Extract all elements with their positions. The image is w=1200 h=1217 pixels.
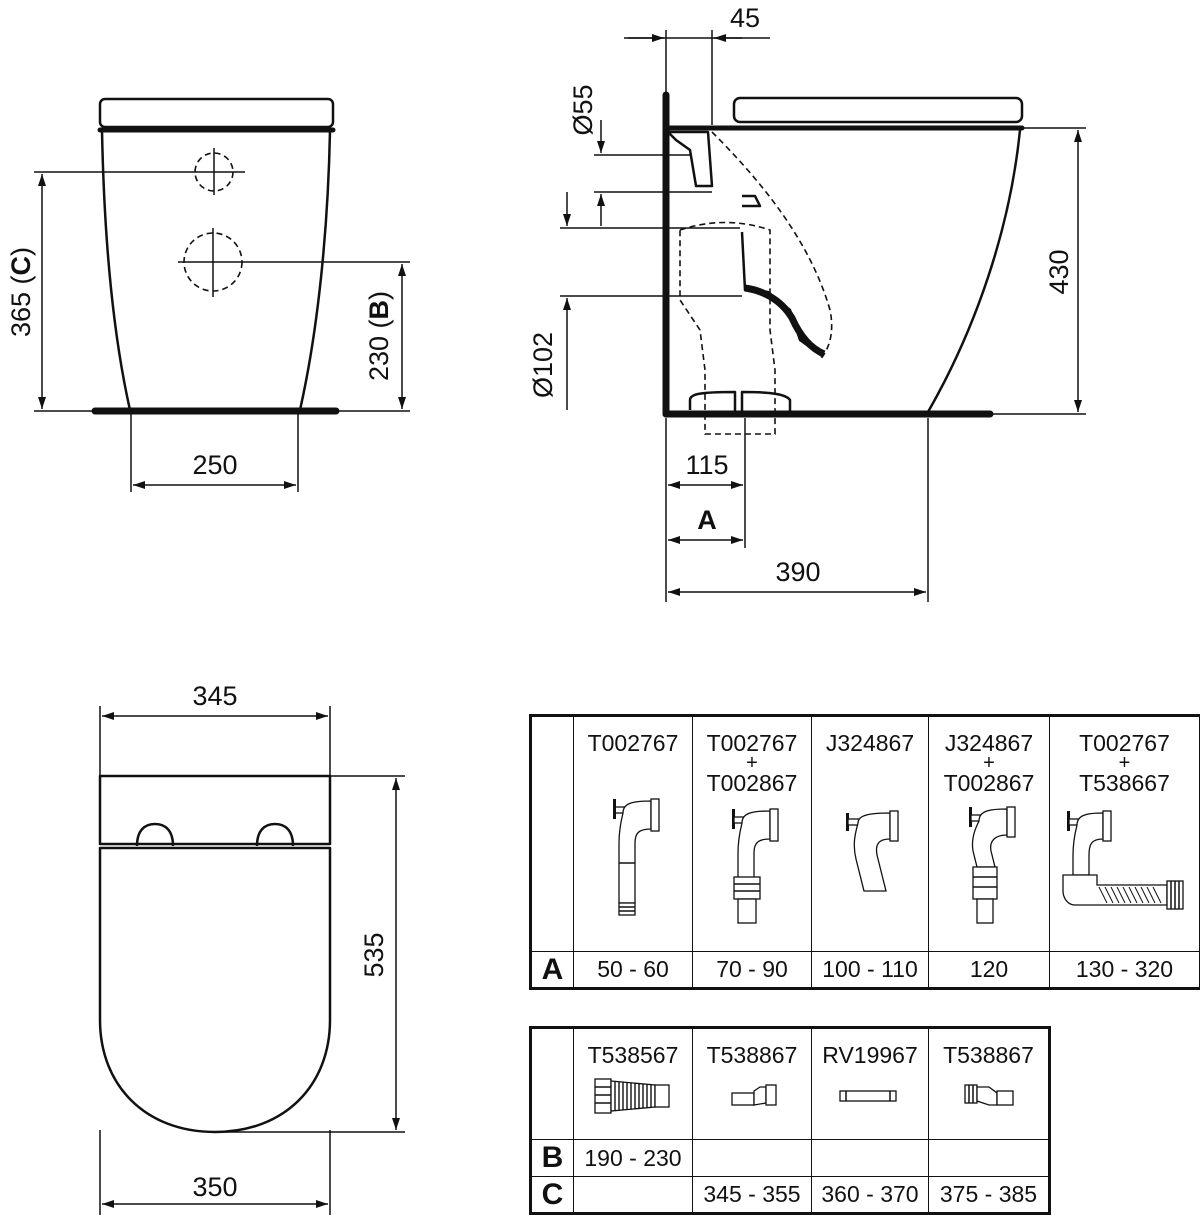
front-view <box>34 97 410 492</box>
horizontal-connector-icon <box>1061 810 1184 910</box>
front-seat-lid <box>98 97 335 129</box>
dim-d102-label: Ø102 <box>528 332 558 398</box>
table-bc-col-1: T538567 <box>573 1027 693 1140</box>
table-a-corner <box>530 715 574 952</box>
top-cistern-area <box>98 774 332 846</box>
range-cell: 50 - 60 <box>573 951 693 989</box>
plus-sign: + <box>983 752 995 774</box>
connector-table-a: T002767 T002767 + T002867 <box>529 714 1200 990</box>
dim-250-label: 250 <box>192 450 237 480</box>
part-code: T002767 <box>587 730 679 756</box>
front-pan-outline <box>100 130 332 411</box>
dim-390-label: 390 <box>775 557 820 587</box>
range-cell: 190 - 230 <box>573 1139 693 1177</box>
top-seat-outline <box>98 846 332 1134</box>
part-code-2: T002867 <box>706 770 798 796</box>
part-code: J324867 <box>944 730 1034 756</box>
table-a-col-2: T002767 + T002867 <box>692 715 812 952</box>
dim-b-label: B <box>364 300 394 320</box>
table-bc-corner <box>530 1027 574 1140</box>
top-view <box>98 706 405 1215</box>
side-pan-outline <box>926 129 1022 413</box>
dim-115-label: 115 <box>685 450 728 480</box>
part-code: RV19967 <box>822 1042 918 1068</box>
part-code: T002767 <box>1079 730 1170 756</box>
table-a-col-3: J324867 <box>811 715 929 952</box>
table-a-col-1: T002767 <box>573 715 693 952</box>
table-bc-col-4: T538867 <box>928 1027 1050 1140</box>
part-code-2: T002867 <box>943 770 1035 796</box>
dim-535-label: 535 <box>359 932 389 977</box>
connector-table-bc: T538567 T538867 RV19967 <box>529 1026 1051 1215</box>
part-code: T538867 <box>943 1042 1034 1068</box>
range-cell <box>811 1139 929 1177</box>
plus-sign: + <box>1118 752 1131 774</box>
part-code: J324867 <box>825 730 915 756</box>
short-bend-pipe-icon <box>731 1084 777 1106</box>
part-code: T538867 <box>706 1042 798 1068</box>
range-cell <box>692 1139 812 1177</box>
table-a-col-5: T002767 + T538667 <box>1049 715 1200 952</box>
range-cell <box>928 1139 1050 1177</box>
flexible-pipe-icon <box>594 1078 670 1114</box>
plus-sign: + <box>746 752 758 774</box>
hinge-right <box>255 822 295 847</box>
range-cell: 375 - 385 <box>928 1176 1050 1214</box>
hinge-left <box>135 822 175 847</box>
row-label-b: B <box>530 1139 574 1177</box>
range-cell: 120 <box>928 951 1050 989</box>
side-seat-lid <box>732 96 1024 124</box>
range-cell: 345 - 355 <box>692 1176 812 1214</box>
side-view <box>560 30 1086 602</box>
svg-text:365 (C): 365 (C) <box>6 247 36 337</box>
dim-a-label: A <box>697 505 717 535</box>
offset-pipe-icon <box>963 1084 1014 1106</box>
range-cell: 360 - 370 <box>811 1176 929 1214</box>
part-code: T002767 <box>706 730 798 756</box>
range-cell: 70 - 90 <box>692 951 812 989</box>
dim-230-label: 230 <box>364 336 394 381</box>
dim-345-label: 345 <box>192 681 237 711</box>
row-label-c: C <box>530 1176 574 1214</box>
part-code: T538567 <box>587 1042 679 1068</box>
dim-350-label: 350 <box>192 1172 237 1202</box>
table-a-col-4: J324867 + T002867 <box>928 715 1050 952</box>
pan-connector-extension-icon <box>732 808 779 924</box>
row-label-a: A <box>530 951 574 989</box>
range-cell: 100 - 110 <box>811 951 929 989</box>
dim-430-label: 430 <box>1044 249 1074 294</box>
dim-d55-label: Ø55 <box>568 84 598 135</box>
dim-365-label: 365 <box>6 292 36 337</box>
pan-connector-icon <box>613 798 660 916</box>
table-bc-col-2: T538867 <box>692 1027 812 1140</box>
dim-45-label: 45 <box>730 3 760 33</box>
offset-connector-icon <box>846 810 899 892</box>
range-cell: 130 - 320 <box>1049 951 1200 989</box>
dim-c-label: C <box>6 256 36 276</box>
svg-text:230 (B): 230 (B) <box>364 291 394 381</box>
table-bc-col-3: RV19967 <box>811 1027 929 1140</box>
offset-connector-extension-icon <box>969 806 1016 924</box>
part-code-2: T538667 <box>1079 770 1170 796</box>
range-cell <box>573 1176 693 1214</box>
straight-pipe-icon <box>839 1090 897 1102</box>
